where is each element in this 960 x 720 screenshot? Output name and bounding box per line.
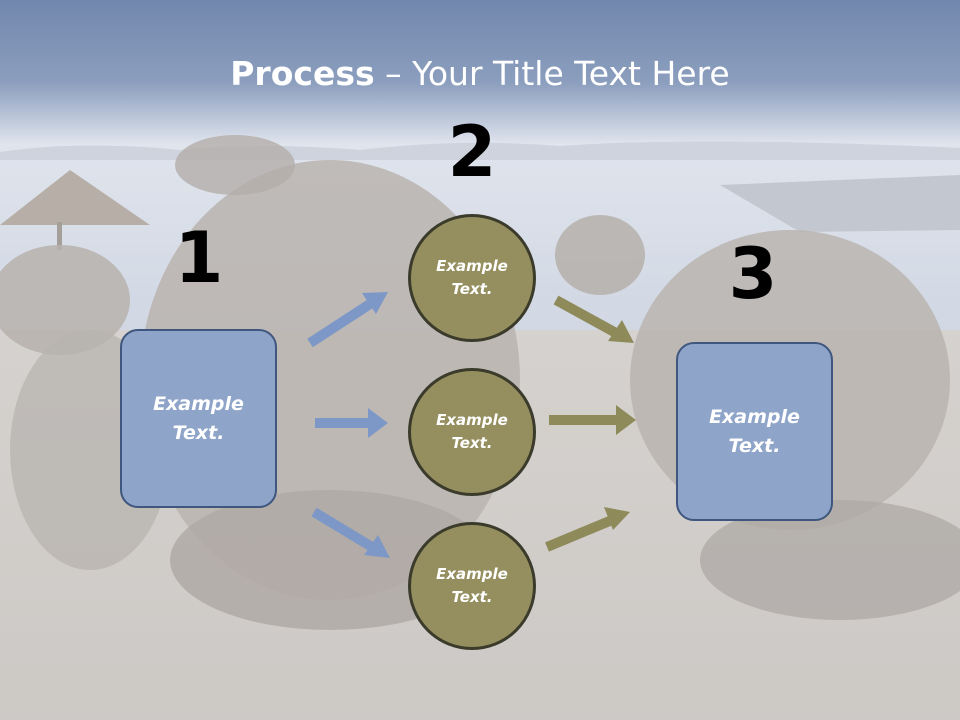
right-box-text: Example Text. (709, 405, 800, 457)
title-rest: – Your Title Text Here (374, 54, 730, 93)
title-bold: Process (230, 54, 375, 93)
circle-middle-text: Example Text. (436, 411, 508, 452)
step-number-1: 1 (174, 217, 224, 299)
circle-middle[interactable]: Example Text. (408, 368, 536, 496)
left-box-text: Example Text. (153, 392, 244, 444)
arrow-middle-to-right (549, 405, 636, 435)
step-number-3: 3 (728, 233, 778, 315)
arrow-left-to-middle (315, 408, 388, 438)
arrow-bottom-to-right (545, 507, 630, 552)
step-number-2: 2 (447, 111, 497, 193)
arrow-left-to-top (307, 292, 388, 348)
left-input-box[interactable]: Example Text. (120, 329, 277, 508)
arrow-top-to-right (553, 295, 634, 343)
right-output-box[interactable]: Example Text. (676, 342, 833, 521)
circle-top[interactable]: Example Text. (408, 214, 536, 342)
circle-bottom-text: Example Text. (436, 565, 508, 606)
circle-top-text: Example Text. (436, 257, 508, 298)
circle-bottom[interactable]: Example Text. (408, 522, 536, 650)
slide-title: Process – Your Title Text Here (0, 52, 960, 96)
arrow-left-to-bottom (311, 507, 390, 558)
